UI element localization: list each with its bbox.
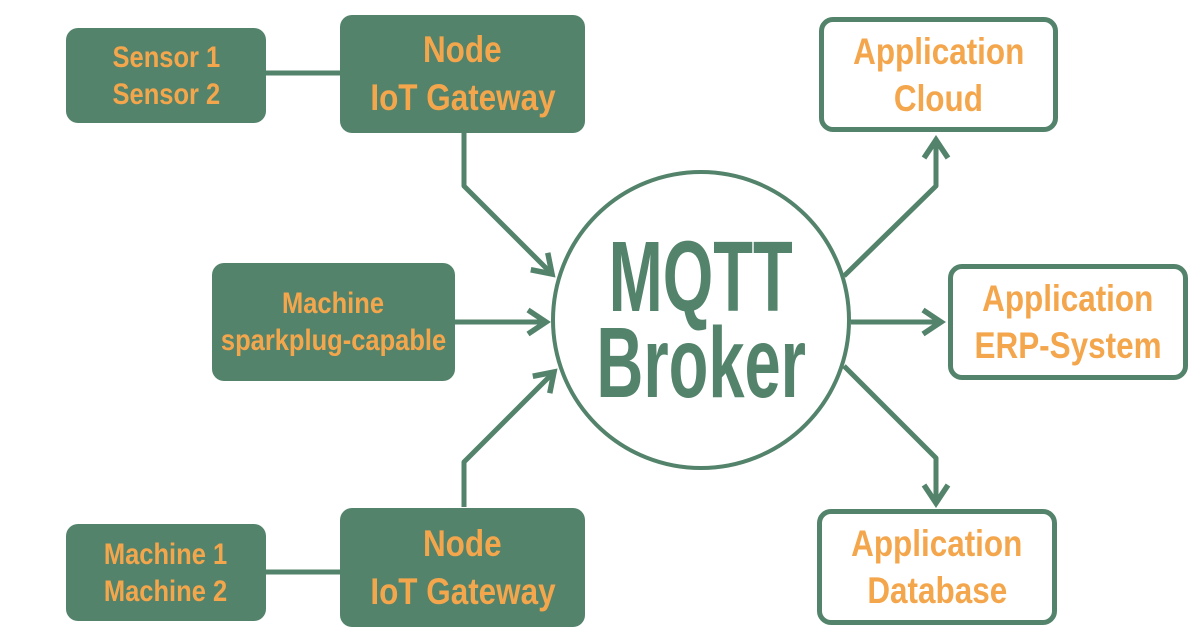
gateway-top-label-line2: IoT Gateway	[369, 77, 556, 118]
sensors-label-line2: Sensor 2	[112, 77, 220, 111]
arrow-broker-to-app-cloud	[842, 135, 951, 278]
gateway-bottom-label-line2: IoT Gateway	[369, 570, 556, 612]
node-machines: Machine 1 Machine 2	[66, 524, 266, 621]
gateway-top-label-line1: Node	[423, 29, 502, 70]
node-machine-sparkplug: Machine sparkplug-capable	[212, 263, 455, 381]
machine-sparkplug-label-line1: Machine	[282, 287, 385, 320]
node-mqtt-broker: MQTT Broker	[551, 170, 851, 470]
app-erp-label-line2: ERP-System	[974, 325, 1162, 366]
app-erp-label-line1: Application	[982, 278, 1154, 319]
app-database-label-line2: Database	[867, 570, 1007, 611]
broker-label-line2: Broker	[596, 307, 806, 419]
arrow-gateway-bottom-to-broker	[461, 368, 558, 507]
machines-label-line2: Machine 2	[104, 574, 228, 608]
arrow-broker-to-app-database	[842, 364, 951, 508]
node-application-cloud: Application Cloud	[819, 17, 1058, 132]
app-cloud-label-line1: Application	[852, 30, 1025, 72]
app-database-label-line1: Application	[851, 523, 1023, 564]
machines-label-line1: Machine 1	[104, 537, 228, 571]
node-iot-gateway-bottom: Node IoT Gateway	[340, 508, 585, 627]
arrow-gateway-top-to-broker	[461, 133, 556, 278]
broker-label-line1: MQTT	[608, 221, 794, 333]
node-application-database: Application Database	[817, 509, 1057, 625]
machine-sparkplug-label-line2: sparkplug-capable	[220, 324, 447, 357]
node-sensors: Sensor 1 Sensor 2	[66, 28, 266, 123]
sensors-label-line1: Sensor 1	[112, 40, 220, 74]
node-iot-gateway-top: Node IoT Gateway	[340, 15, 585, 133]
gateway-bottom-label-line1: Node	[423, 522, 502, 564]
node-application-erp: Application ERP-System	[948, 264, 1188, 380]
app-cloud-label-line2: Cloud	[893, 77, 984, 119]
